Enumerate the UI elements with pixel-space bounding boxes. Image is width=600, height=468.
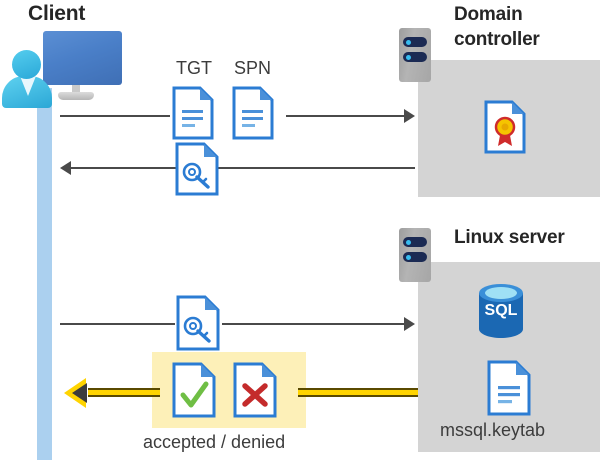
msg-service-ticket-line [70,167,415,169]
service-ticket-key-document-icon [175,142,219,196]
accepted-document-icon [172,362,216,418]
dc-title-line2: controller [454,29,540,50]
monitor-base-icon [58,92,94,100]
keytab-document-icon [487,360,531,416]
presented-ticket-key-document-icon [176,295,220,351]
msg-auth-result-arrowhead-inner [72,383,87,403]
client-actor [0,0,130,115]
msg-service-ticket-arrowhead [60,161,71,175]
person-head-icon [12,50,41,79]
certificate-document-icon [484,100,526,154]
client-title: Client [28,2,86,25]
msg-ticket-presented-arrowhead [404,317,415,331]
msg-auth-result-bar-left [88,388,160,397]
monitor-neck-icon [72,85,80,95]
msg-tgt-spn-line-left [60,115,170,117]
sql-database-icon: SQL [475,281,527,341]
domain-controller-rack-icon [399,28,431,82]
spn-document-icon [232,86,274,140]
domain-controller-title: Domain controller [454,2,594,52]
denied-document-icon [233,362,277,418]
dc-title-line1: Domain [454,4,523,25]
msg-auth-result-bar-right [298,388,418,397]
person-collar-icon [20,76,36,96]
accepted-denied-label: accepted / denied [143,432,286,452]
keytab-label: mssql.keytab [440,420,546,440]
msg-tgt-spn-line-right [286,115,406,117]
msg-ticket-presented-line-right [222,323,406,325]
client-lifeline [37,88,52,460]
tgt-label: TGT [176,58,212,78]
svg-text:SQL: SQL [485,302,518,319]
monitor-icon [43,31,122,85]
msg-tgt-spn-arrowhead [404,109,415,123]
spn-label: SPN [234,58,272,78]
tgt-document-icon [172,86,214,140]
linux-server-title: Linux server [454,227,565,248]
msg-ticket-presented-line-left [60,323,175,325]
linux-server-rack-icon [399,228,431,282]
